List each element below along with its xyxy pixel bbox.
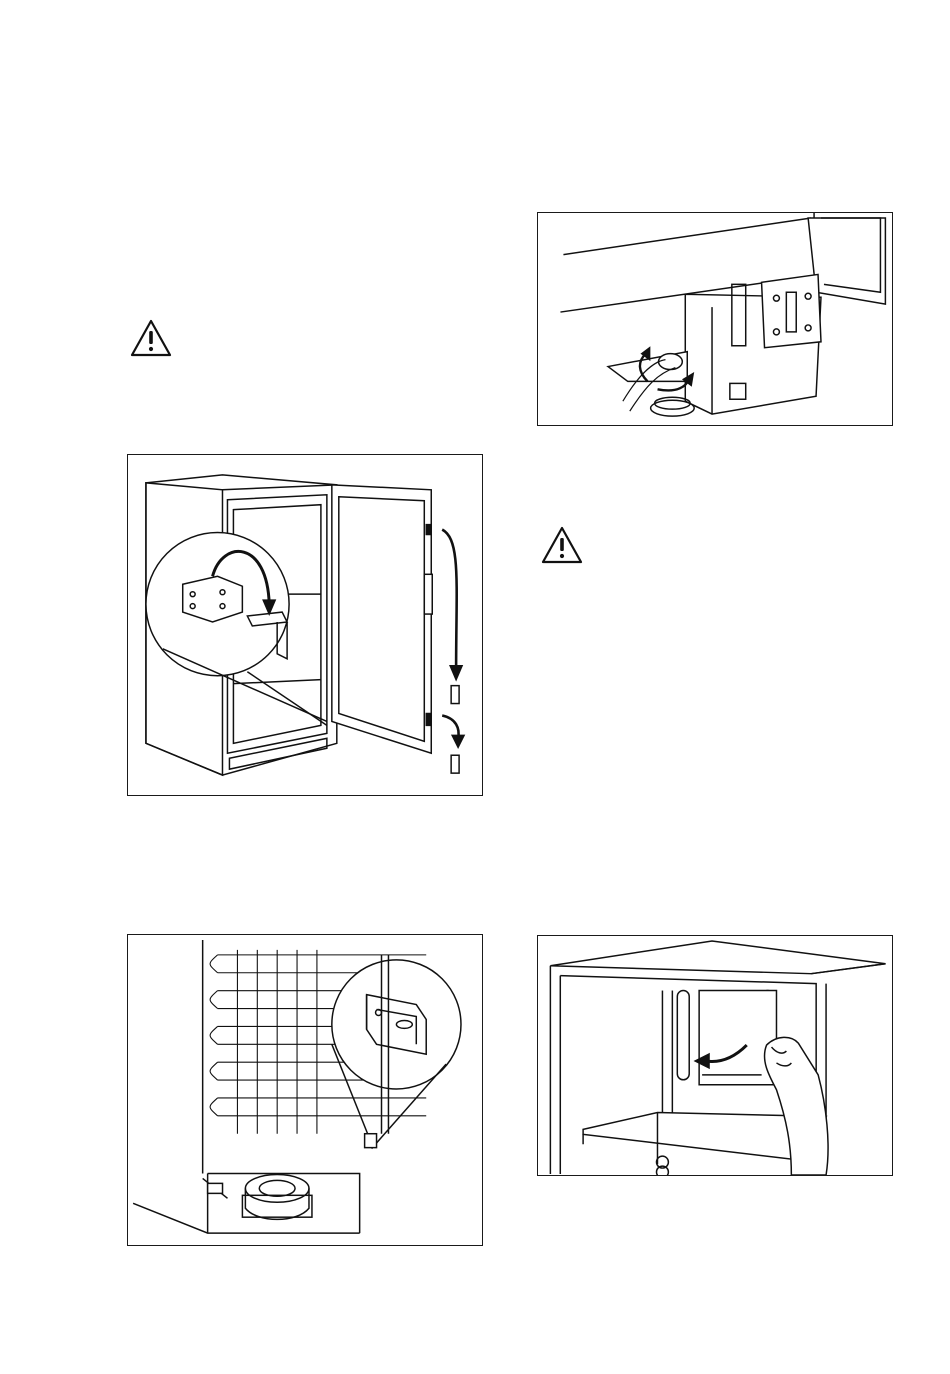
rear-spacer-illustration xyxy=(127,934,483,1246)
shelf-removal-illustration xyxy=(537,935,893,1176)
warning-triangle-icon xyxy=(540,525,584,565)
adjustable-foot-illustration xyxy=(537,212,893,426)
door-hinge-illustration xyxy=(127,454,483,796)
warning-triangle-icon xyxy=(129,318,173,358)
